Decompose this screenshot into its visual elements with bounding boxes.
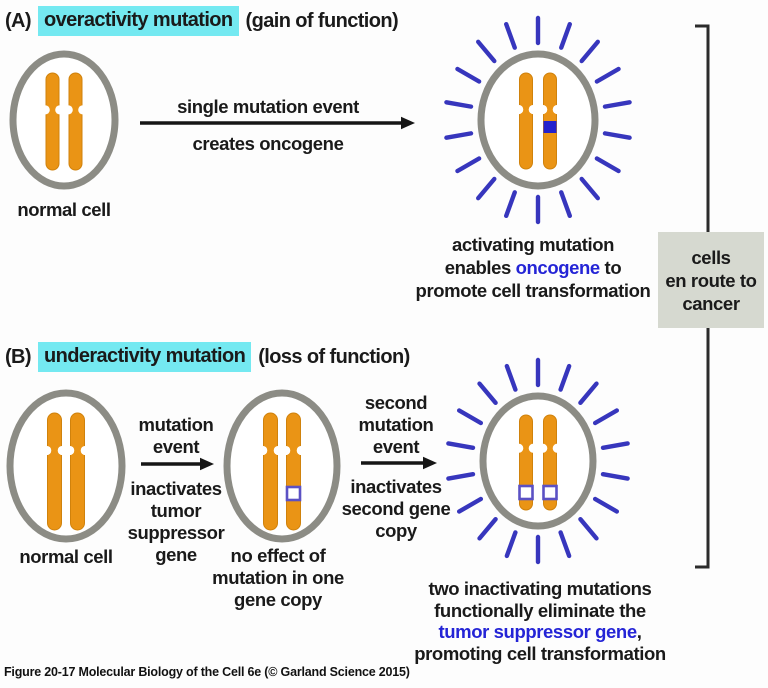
- arrow: [140, 116, 415, 130]
- label-line: second gene: [341, 498, 451, 519]
- chromosome: [538, 414, 562, 511]
- panel-b-header: (B) underactivity mutation (loss of func…: [5, 342, 410, 372]
- chromosome: [514, 414, 538, 511]
- chromosome: [538, 72, 562, 170]
- cell-membrane: [9, 50, 119, 190]
- caption-text: ,: [636, 621, 642, 642]
- box-line: en route to: [665, 269, 757, 291]
- label-line: mutation: [138, 414, 214, 435]
- activation-rays-icon: [446, 357, 630, 565]
- chromosome: [42, 412, 67, 531]
- chromosome: [258, 412, 283, 531]
- caption-line: two inactivating mutations: [428, 578, 652, 599]
- arrow-b1-label-bottom: inactivates tumor suppressor gene: [128, 478, 225, 566]
- panel-a-result-caption: activating mutation enables oncogene to …: [416, 233, 651, 302]
- arrow-b2-label-top: second mutation event: [359, 392, 434, 458]
- oncogene-text: oncogene: [515, 257, 601, 278]
- chromosome: [514, 72, 538, 170]
- caption-line: mutation in one: [212, 567, 344, 588]
- label-line: copy: [375, 520, 417, 541]
- normal-cell-a-label: normal cell: [17, 199, 111, 220]
- panel-a-tag: (A): [5, 9, 32, 32]
- caption-line: activating mutation: [451, 234, 614, 255]
- oncogene-cell-a: [444, 15, 632, 225]
- panel-b-title-highlighted: underactivity mutation: [37, 342, 252, 372]
- one-mutation-cell-caption: no effect of mutation in one gene copy: [212, 545, 344, 611]
- arrow-b1-label-top: mutation event: [139, 414, 214, 458]
- normal-cell-b-label: normal cell: [19, 546, 113, 567]
- normal-cell-b: [6, 389, 126, 543]
- label-line: tumor: [150, 500, 202, 521]
- label-line: event: [152, 436, 200, 457]
- caption-text: to: [604, 257, 622, 278]
- panel-b-title-rest: (loss of function): [258, 345, 410, 368]
- chromosome: [281, 412, 306, 531]
- chromosome: [63, 72, 88, 171]
- label-line: inactivates: [350, 476, 442, 497]
- box-line: cancer: [682, 292, 740, 314]
- cell-membrane: [223, 389, 341, 543]
- figure-credit: Figure 20-17 Molecular Biology of the Ce…: [4, 665, 410, 679]
- caption-line: no effect of: [230, 545, 326, 566]
- arrow-a-label-bottom: creates oncogene: [192, 133, 344, 154]
- chromosome: [65, 412, 90, 531]
- panel-a-title-rest: (gain of function): [245, 9, 399, 32]
- cell-membrane: [6, 389, 126, 543]
- arrow-a-label-top: single mutation event: [177, 96, 359, 117]
- caption-line: tumor suppressor gene,: [414, 621, 666, 643]
- caption-line: functionally eliminate the: [434, 599, 646, 621]
- arrowhead-icon: [423, 456, 437, 470]
- arrow-b2-label-bottom: inactivates second gene copy: [342, 476, 451, 542]
- label-line: gene: [155, 544, 197, 565]
- chromosome: [40, 72, 65, 171]
- cell-membrane: [479, 392, 597, 530]
- arrow: [141, 457, 214, 471]
- inactivated-gene-box: [285, 485, 302, 502]
- panel-b-tag: (B): [5, 345, 32, 368]
- caption-line: gene copy: [234, 589, 322, 610]
- arrow: [361, 456, 437, 470]
- oncogene-band: [543, 121, 557, 133]
- cell-membrane: [477, 50, 599, 190]
- panel-a-title-highlighted: overactivity mutation: [37, 6, 239, 36]
- inactivated-gene-box: [542, 484, 558, 501]
- label-line: second: [364, 392, 428, 413]
- tumor-suppressor-gene-text: tumor suppressor gene: [438, 621, 638, 642]
- cells-en-route-to-cancer-box: cells en route to cancer: [658, 232, 764, 328]
- activation-rays-icon: [444, 15, 632, 225]
- label-line: suppressor: [127, 522, 225, 543]
- arrowhead-icon: [200, 457, 214, 471]
- label-line: inactivates: [130, 478, 222, 499]
- caption-line: enables oncogene to: [416, 256, 651, 279]
- caption-text: enables: [444, 257, 512, 278]
- label-line: event: [372, 436, 420, 457]
- one-mutation-cell-b: [223, 389, 341, 543]
- panel-a-header: (A) overactivity mutation (gain of funct…: [5, 6, 399, 36]
- two-mutation-cell-b: [446, 357, 630, 565]
- box-line: cells: [691, 246, 731, 268]
- arrowhead-icon: [401, 116, 415, 130]
- caption-line: promote cell transformation: [415, 280, 651, 301]
- panel-b-result-caption: two inactivating mutations functionally …: [414, 578, 666, 664]
- inactivated-gene-box: [518, 484, 534, 501]
- normal-cell-a: [9, 50, 119, 190]
- label-line: mutation: [358, 414, 434, 435]
- caption-line: promoting cell transformation: [414, 642, 666, 664]
